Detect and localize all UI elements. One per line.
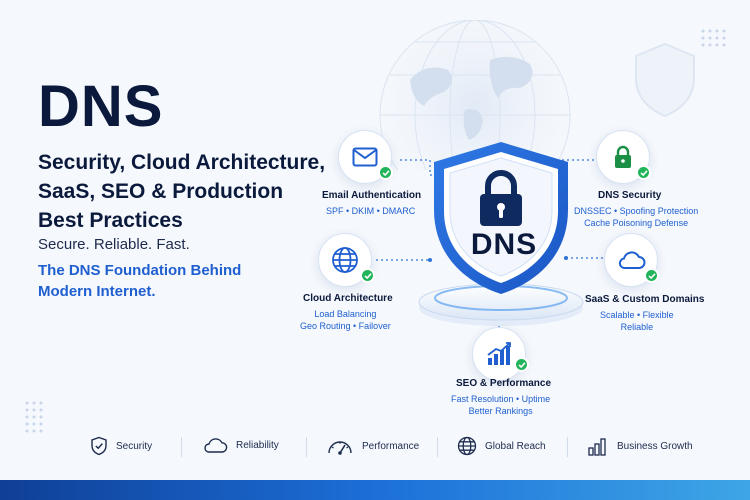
dns-shield <box>434 142 568 294</box>
bottom-item-label: Global Reach <box>485 440 546 452</box>
saas-node-desc-line: Scalable • Flexible <box>600 310 674 320</box>
bottom-item-label: Security <box>116 440 153 452</box>
growth-bars-icon <box>588 438 606 456</box>
cloud-outline-icon <box>204 438 228 453</box>
bottom-item-security: Security <box>90 436 152 456</box>
tagline: Secure. Reliable. Fast. <box>38 236 190 253</box>
dot-grid-decoration <box>701 29 726 47</box>
bottom-item-global-reach: Global Reach <box>457 436 546 456</box>
gauge-icon <box>328 441 352 455</box>
security-node-desc: DNSSEC • Spoofing Protection Cache Poiso… <box>574 205 698 229</box>
divider <box>181 437 182 457</box>
bottom-item-label: Business Growth <box>617 440 693 452</box>
email-node-title: Email Authentication <box>322 190 422 201</box>
dot-grid-decoration <box>25 401 43 433</box>
bottom-item-label: Performance <box>362 440 420 452</box>
hero-subtitle-line: SaaS, SEO & Production <box>38 180 284 203</box>
hero-subtitle-line: Best Practices <box>38 209 183 232</box>
shield-check-icon <box>91 436 107 456</box>
shield-label: DNS <box>470 228 538 261</box>
tagline-secondary-line: Modern Internet. <box>38 283 156 300</box>
seo-node <box>472 327 526 381</box>
saas-node-desc: Scalable • Flexible Reliable <box>600 309 674 333</box>
cloud-node-desc: Load Balancing Geo Routing • Failover <box>300 308 391 332</box>
hero-subtitle: Security, Cloud Architecture, SaaS, SEO … <box>38 148 338 235</box>
bottom-gradient-bar <box>0 480 750 500</box>
bottom-item-performance: Performance <box>326 436 419 456</box>
divider <box>567 437 568 457</box>
padlock-icon <box>480 170 522 226</box>
bottom-item-reliability: Reliability <box>202 436 279 454</box>
cloud-node-desc-line: Geo Routing • Failover <box>300 321 391 331</box>
envelope-icon <box>352 147 378 167</box>
bottom-item-business-growth: Business Growth <box>587 436 693 456</box>
check-icon <box>378 165 393 180</box>
divider <box>306 437 307 457</box>
cloud-icon <box>618 251 646 269</box>
seo-node-title: SEO & Performance <box>456 378 552 389</box>
email-node-desc-line: SPF • DKIM • DMARC <box>326 206 416 216</box>
saas-node-desc-line: Reliable <box>620 322 654 332</box>
hero-subtitle-line: Security, Cloud Architecture, <box>38 151 326 174</box>
seo-node-desc-line: Fast Resolution • Uptime <box>451 394 551 404</box>
seo-node-desc-line: Better Rankings <box>468 406 533 416</box>
seo-node-desc: Fast Resolution • Uptime Better Rankings <box>451 393 550 417</box>
padlock-icon <box>615 145 631 168</box>
saas-node <box>604 233 658 287</box>
ghost-shield-icon <box>635 42 695 118</box>
tagline-secondary-line: The DNS Foundation Behind <box>38 262 242 279</box>
globe-icon <box>332 247 358 273</box>
check-icon <box>514 357 529 372</box>
tagline-secondary: The DNS Foundation Behind Modern Interne… <box>38 260 241 302</box>
check-icon <box>644 268 659 283</box>
cloud-node-title: Cloud Architecture <box>303 293 393 304</box>
hero-title: DNS <box>38 74 164 139</box>
cloud-node-desc-line: Load Balancing <box>314 309 377 319</box>
security-node-title: DNS Security <box>598 190 662 201</box>
security-node-desc-line: DNSSEC • Spoofing Protection <box>574 206 699 216</box>
check-icon <box>360 268 375 283</box>
divider <box>437 437 438 457</box>
bar-chart-icon <box>487 342 511 365</box>
globe-outline-icon <box>457 436 477 456</box>
saas-node-title: SaaS & Custom Domains <box>585 294 705 305</box>
world-globe-watermark <box>379 20 571 170</box>
email-node-desc: SPF • DKIM • DMARC <box>326 205 415 217</box>
shield-platform <box>418 283 584 326</box>
check-icon <box>636 165 651 180</box>
security-node-desc-line: Cache Poisoning Defense <box>584 218 689 228</box>
bottom-item-label: Reliability <box>236 439 279 451</box>
